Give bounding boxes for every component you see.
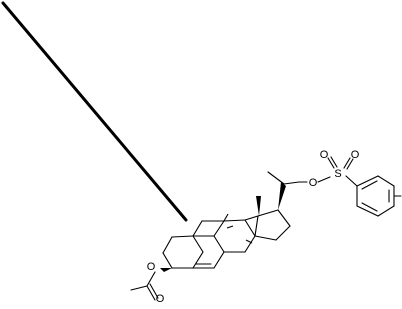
sulfonyl-oxygen-right-label: O	[351, 149, 360, 161]
stereo-hydrogen-hashes	[223, 213, 253, 244]
ring-a	[162, 235, 204, 269]
ring-d	[244, 209, 291, 241]
ring-c	[192, 219, 256, 253]
carbonyl-oxygen-label: O	[156, 293, 165, 304]
sulfonate-oxygen-label: O	[309, 177, 318, 189]
tosylate-group	[317, 156, 358, 187]
ester-oxygen-label: O	[147, 261, 156, 273]
sulfur-label: S	[334, 168, 341, 180]
sulfonyl-oxygen-left-label: O	[320, 149, 329, 161]
artifact-line	[1, 1, 188, 222]
toluene-ring	[356, 175, 402, 217]
ring-b	[192, 235, 225, 269]
acetoxy-group	[130, 268, 172, 301]
methyl-wedge-c13	[256, 196, 261, 216]
side-chain	[267, 171, 308, 210]
